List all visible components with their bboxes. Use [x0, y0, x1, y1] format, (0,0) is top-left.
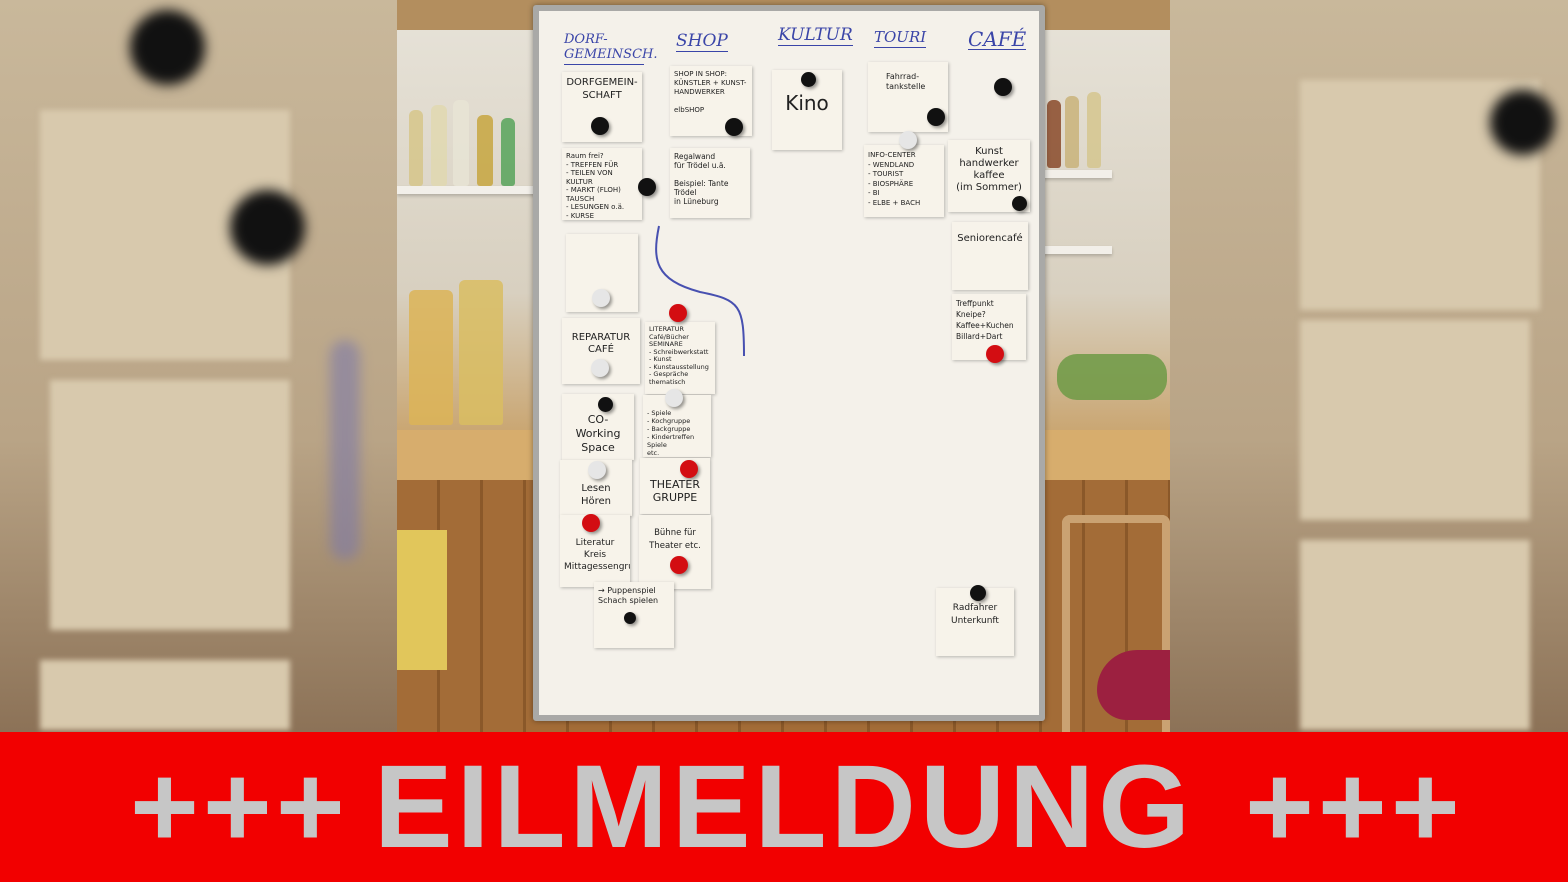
magnet — [801, 72, 816, 87]
sticky-note: DORFGEMEIN- SCHAFT — [562, 72, 642, 142]
sticky-note: Regalwand für Trödel u.ä. Beispiel: Tant… — [670, 148, 750, 218]
magnet — [592, 289, 610, 307]
sticky-note: - Spiele - Kochgruppe - Backgruppe - Kin… — [643, 395, 711, 457]
magnet — [665, 389, 683, 407]
magnet — [1012, 196, 1027, 211]
banner-plus-left: +++ — [130, 741, 349, 873]
blurred-right-background — [1170, 0, 1568, 732]
column-header-cafe: CAFÉ — [968, 27, 1027, 51]
magnet — [588, 461, 606, 479]
magnet — [598, 397, 613, 412]
column-header-kultur: KULTUR — [778, 25, 853, 46]
column-header-dorfgemeinschaft: DORF-GEMEINSCH. — [564, 32, 658, 65]
magnet — [680, 460, 698, 478]
magnet — [591, 359, 609, 377]
column-header-shop: SHOP — [676, 31, 728, 52]
sticky-note: CO- Working Space — [562, 394, 634, 460]
sticky-note: Bühne für Theater etc. — [639, 515, 711, 589]
magnet — [669, 304, 687, 322]
magnet — [591, 117, 609, 135]
magnet — [986, 345, 1004, 363]
banner-title: EILMELDUNG — [373, 741, 1195, 873]
sticky-note: Raum frei? - TREFFEN FÜR - TEILEN VON KU… — [562, 148, 642, 220]
banner-plus-right: +++ — [1245, 741, 1464, 873]
sticky-note: THEATER GRUPPE — [640, 458, 710, 514]
sticky-note: Kino — [772, 70, 842, 150]
magnet — [927, 108, 945, 126]
sticky-note: Seniorencafé — [952, 222, 1028, 290]
sticky-note: INFO-CENTER - WENDLAND - TOURIST - BIOSP… — [864, 145, 944, 217]
magnet — [899, 131, 917, 149]
blurred-left-background — [0, 0, 397, 732]
sticky-note: LITERATUR Café/Bücher SEMINARE - Schreib… — [645, 322, 715, 394]
magnet — [624, 612, 636, 624]
column-header-touri: TOURI — [874, 28, 927, 48]
blue-marker-line — [655, 225, 745, 357]
magnet — [725, 118, 743, 136]
magnet — [638, 178, 656, 196]
magnet — [994, 78, 1012, 96]
magnet — [582, 514, 600, 532]
magnet — [970, 585, 986, 601]
magnet — [670, 556, 688, 574]
breaking-news-banner: +++ EILMELDUNG +++ — [0, 732, 1568, 882]
